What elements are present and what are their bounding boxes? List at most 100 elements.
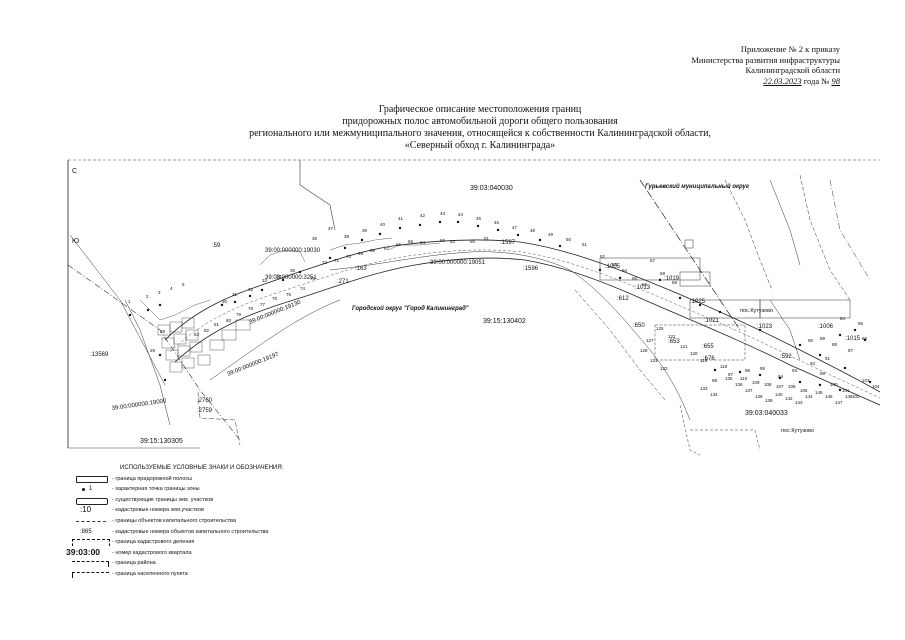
legend-row-5: - границы объектов капитального строител… [70,516,330,527]
parcel-label-612: :612 [617,296,629,302]
point-number: 74 [300,286,306,291]
point-number: 134 [710,392,718,397]
point-number: 36 [312,236,318,241]
parcel-label-19000: 39:00:000000:19000 [111,398,167,412]
point-number: 5 [182,282,185,287]
point-number: 107 [776,384,784,389]
point-number: 121 [680,344,688,349]
settlement-label-kutuzovo-1: пос.Кутузово [740,308,773,314]
point-number: 139 [765,398,773,403]
point-number: 38 [344,234,350,239]
legend-symbol-settlement [70,570,112,579]
settlement-label-kutuzovo-2: пос.Кутузово [781,428,814,434]
parcel-label-271: :271 [337,279,349,285]
point-number: 143 [795,400,803,405]
parcel-label-2760: :2760 [197,398,213,404]
point-number: 90 [808,338,814,343]
legend-row-1: - граница придорожной полосы [70,474,330,485]
parcel-label-13569: :13569 [90,352,109,358]
point-number: 69 [358,251,364,256]
point-number: 140 [775,392,783,397]
point-number: 76 [272,296,278,301]
legend-text-3: - существующие границы зем. участков [112,495,213,506]
point-number: 89 [820,336,826,341]
point-number: 137 [745,388,753,393]
legend-symbol-parcel [70,496,112,505]
point-number: 122 [668,334,676,339]
point-number: 71 [334,258,340,263]
legend-text-8: - номер кадастрового квартала [112,548,192,559]
point-number: 91 [825,356,831,361]
point-number: 46 [494,220,500,225]
point-number: 85 [858,321,864,326]
legend-row-6: :865 - кадастровые номера объектов капит… [70,527,330,538]
legend-row-9: - граница района [70,558,330,569]
point-number: 99 [820,371,826,376]
point-number: 95 [760,366,766,371]
point-number: 98 [712,378,718,383]
parcel-label-19030: 39:00:000000:19030 [265,248,321,254]
point-number: 102 [852,394,860,399]
point-number: 67 [384,246,390,251]
point-number: 54 [622,268,628,273]
legend-symbol-district [70,559,112,568]
point-number: 110 [740,376,748,381]
parcel-label-592: :592 [780,354,792,360]
legend-heading: ИСПОЛЬЗУЕМЫЕ УСЛОВНЫЕ ЗНАКИ И ОБОЗНАЧЕНИ… [70,463,330,474]
point-number: 125 [656,326,664,331]
point-number: 119 [700,358,708,363]
point-number: 30 [222,299,228,304]
point-number: 94 [778,374,784,379]
point-number: 78 [248,306,254,311]
point-number: 84 [840,316,846,321]
point-number: 56 [642,282,648,287]
district-label-kaliningrad: Городской округ "Город Калининград" [352,305,469,312]
point-number: 64 [420,240,426,245]
point-number: 109 [752,380,760,385]
point-number: 120 [690,351,698,356]
point-number: 103 [862,378,870,383]
point-number: 100 [830,382,838,387]
point-number: 45 [476,216,482,221]
legend-symbol-building-number: :865 [70,527,112,536]
point-number: 70 [346,254,352,259]
point-number: 106 [788,384,796,389]
legend-row-2: 1 - характерная точка границы зоны [70,484,330,495]
point-number: 39 [362,228,368,233]
quarter-label-2: 39:15:130402 [483,318,526,325]
point-number: 35 [290,268,296,273]
point-number: 47 [512,225,518,230]
point-number: 128 [640,348,648,353]
settlement-boundary-4 [830,180,870,280]
parcel-label-163: :163 [355,266,367,272]
parcel-label-1015: :1015 [845,336,861,342]
parcel-label-1021: :1021 [704,318,720,324]
legend-text-9: - граница района [112,558,156,569]
parcel-label-1023: :1023 [757,324,773,330]
point-number: 131 [650,358,658,363]
legend-row-4: :10 - кадастровые номера зем.участков [70,505,330,516]
point-number: 68 [370,248,376,253]
point-number: 49 [548,232,554,237]
legend-symbol-point: 1 [70,485,112,494]
point-number: 40 [380,222,386,227]
quarter-label-4: 39:03:040033 [745,410,788,417]
legend-symbol-building [70,517,112,526]
point-number: 138 [755,394,763,399]
building-outline [685,240,693,248]
point-number: 88 [832,342,838,347]
point-number: 57 [650,258,656,263]
legend-text-1: - граница придорожной полосы [112,474,192,485]
point-number: 135 [725,376,733,381]
parcel-outline-1006 [760,300,850,318]
point-number: 136 [735,382,743,387]
legend-text-6: - кадастровые номера объектов капитально… [112,527,268,538]
legend-text-10: - граница населенного пункта [112,569,188,580]
point-number: 108 [764,382,772,387]
point-number: 75 [286,292,292,297]
point-number: 58 [660,271,666,276]
point-number: 101 [842,388,850,393]
point-number: 63 [440,238,446,243]
parcel-label-1006: :1006 [818,324,834,330]
parcel-label-1597: :1597 [500,240,516,246]
